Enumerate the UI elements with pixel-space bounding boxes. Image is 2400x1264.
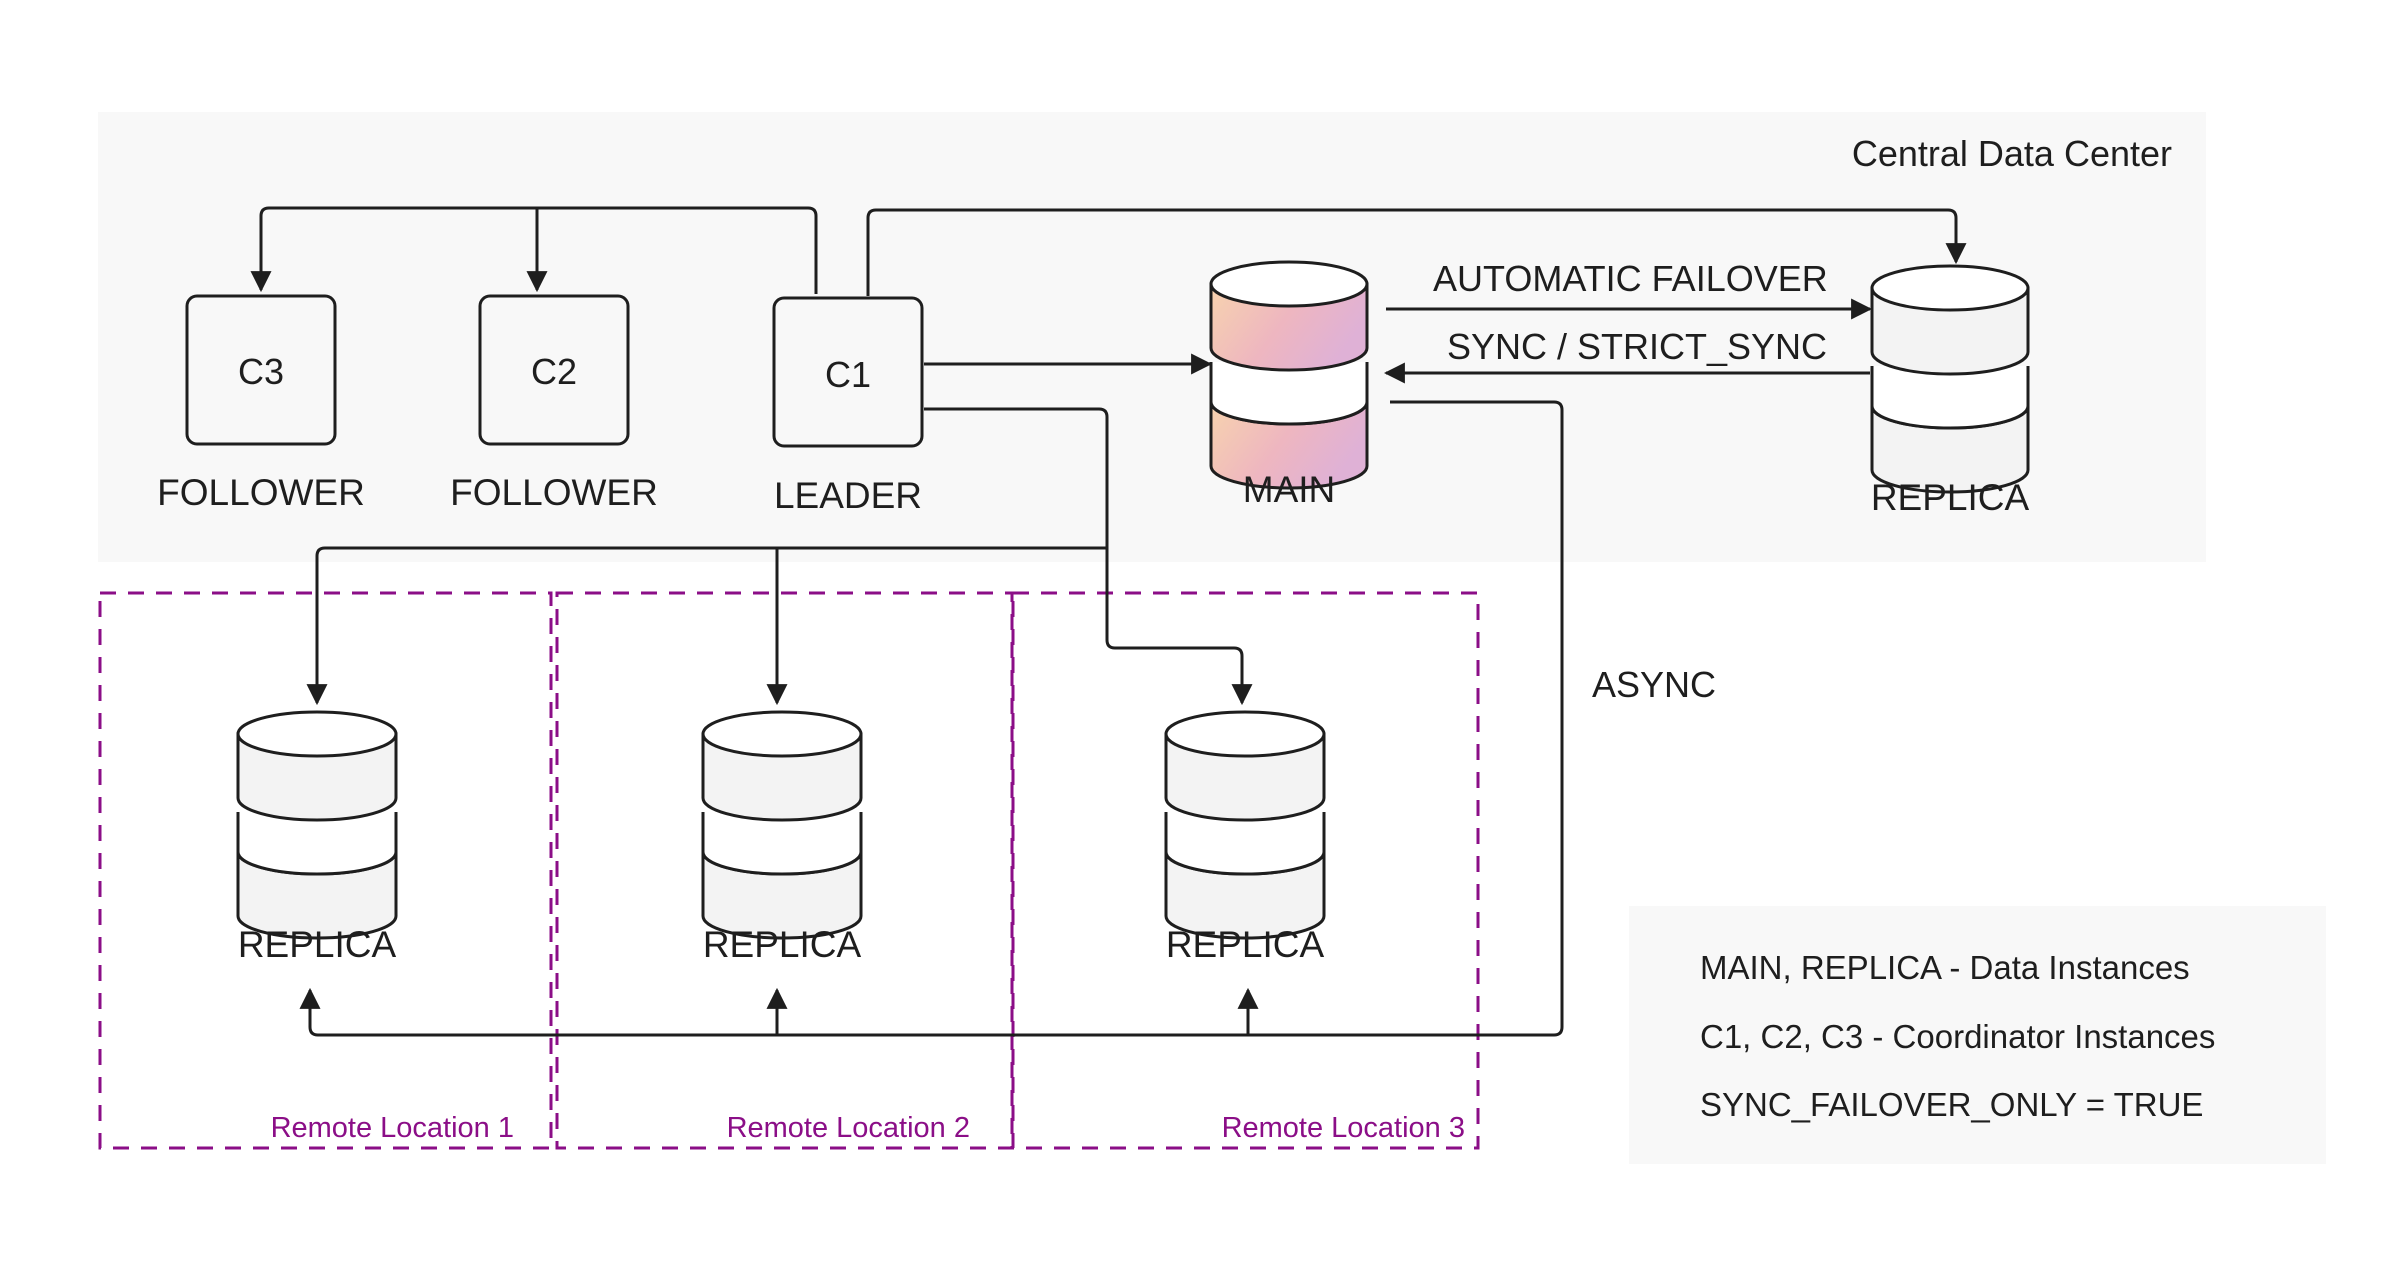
- edge-c1-to-remote-replicas: [924, 407, 1109, 548]
- main-instance-label: MAIN: [1243, 469, 1336, 510]
- legend-item-data-instances: MAIN, REPLICA - Data Instances: [1700, 949, 2190, 986]
- automatic-failover-label: AUTOMATIC FAILOVER: [1433, 258, 1828, 299]
- coordinator-c1-box[interactable]: [772, 296, 924, 448]
- remote-replica-2-label: REPLICA: [703, 924, 862, 965]
- database-icon: [236, 710, 398, 940]
- legend-panel: [1629, 906, 2326, 1164]
- remote-location-1-label: Remote Location 1: [271, 1112, 514, 1144]
- remote-location-3-box: [1011, 591, 1480, 1150]
- connections: [250, 206, 1967, 1037]
- sync-strict-sync-label: SYNC / STRICT_SYNC: [1447, 326, 1827, 367]
- remote-location-2-label: Remote Location 2: [727, 1112, 970, 1144]
- main-instance[interactable]: MAIN: [1209, 260, 1369, 510]
- legend-item-sync-failover-only: SYNC_FAILOVER_ONLY = TRUE: [1700, 1086, 2203, 1123]
- coordinator-c3-role: FOLLOWER: [157, 472, 365, 513]
- central-replica-instance-label: REPLICA: [1871, 477, 2030, 518]
- central-data-center-panel: [98, 112, 2206, 562]
- remote-replica-1[interactable]: REPLICA: [236, 710, 398, 965]
- remote-replica-3-label: REPLICA: [1166, 924, 1325, 965]
- coordinator-c3-label: C3: [238, 351, 284, 392]
- remote-replica-3[interactable]: REPLICA: [1164, 710, 1326, 965]
- remote-location-1-box: [98, 591, 553, 1150]
- database-icon: [701, 710, 863, 940]
- remote-locations: Remote Location 1 Remote Location 2 Remo…: [98, 591, 1480, 1150]
- coordinator-c1[interactable]: C1 LEADER: [772, 296, 924, 516]
- coordinator-c2-label: C2: [531, 351, 577, 392]
- edge-c1-to-remote-replica-1: [306, 546, 1107, 706]
- database-icon: [1209, 260, 1369, 490]
- async-label: ASYNC: [1592, 664, 1716, 705]
- central-data-center-title: Central Data Center: [1852, 133, 2172, 174]
- coordinator-c3-box[interactable]: [185, 294, 337, 446]
- data-instances: MAIN REPLICA REPLICA REPLICA REPLICA: [236, 260, 2030, 965]
- remote-location-2-box: [555, 591, 1014, 1150]
- database-icon: [1164, 710, 1326, 940]
- edge-c1-to-remote-replica-3: [1105, 548, 1253, 706]
- edge-c1-to-central-replica: [866, 208, 1967, 296]
- coordinator-c1-role: LEADER: [774, 475, 922, 516]
- remote-replica-2[interactable]: REPLICA: [701, 710, 863, 965]
- coordinator-c2-box[interactable]: [478, 294, 630, 446]
- legend-item-coordinator-instances: C1, C2, C3 - Coordinator Instances: [1700, 1018, 2215, 1055]
- remote-replica-1-label: REPLICA: [238, 924, 397, 965]
- remote-location-3-label: Remote Location 3: [1222, 1112, 1465, 1144]
- legend: MAIN, REPLICA - Data Instances C1, C2, C…: [1629, 906, 2326, 1164]
- database-icon: [1870, 264, 2030, 494]
- central-replica-instance[interactable]: REPLICA: [1870, 264, 2030, 518]
- coordinator-c1-label: C1: [825, 354, 871, 395]
- coordinator-c2[interactable]: C2 FOLLOWER: [450, 294, 658, 513]
- coordinator-c2-role: FOLLOWER: [450, 472, 658, 513]
- edge-async-main-out: [299, 400, 1564, 1037]
- coordinator-c3[interactable]: C3 FOLLOWER: [157, 294, 365, 513]
